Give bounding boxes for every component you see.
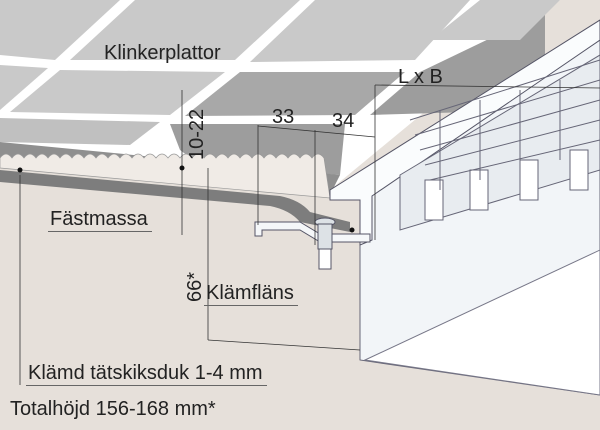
grating <box>399 54 600 231</box>
label-grating-size: L x B <box>398 66 443 88</box>
label-dim-34: 34 <box>332 110 355 132</box>
label-clamp-flange: Klämfläns <box>204 282 298 306</box>
label-depth: 66* <box>184 271 206 302</box>
label-total-height: Totalhöjd 156-168 mm* <box>10 398 216 420</box>
adhesive-ribs <box>0 153 331 199</box>
label-membrane: Klämd tätskiksduk 1-4 mm <box>26 362 267 386</box>
frame-profile <box>329 19 600 246</box>
dimension-lines <box>19 84 600 385</box>
membrane-layer <box>0 170 350 232</box>
marker-dot <box>349 227 355 233</box>
label-adhesive: Fästmassa <box>48 208 152 232</box>
label-tile-height: 10-22 <box>186 108 208 160</box>
label-dim-33: 33 <box>272 106 295 128</box>
marker-dot <box>17 167 23 173</box>
channel-floor <box>363 249 600 396</box>
label-tiles: Klinkerplattor <box>104 42 221 64</box>
marker-dot <box>179 165 185 171</box>
bolt <box>314 217 336 270</box>
